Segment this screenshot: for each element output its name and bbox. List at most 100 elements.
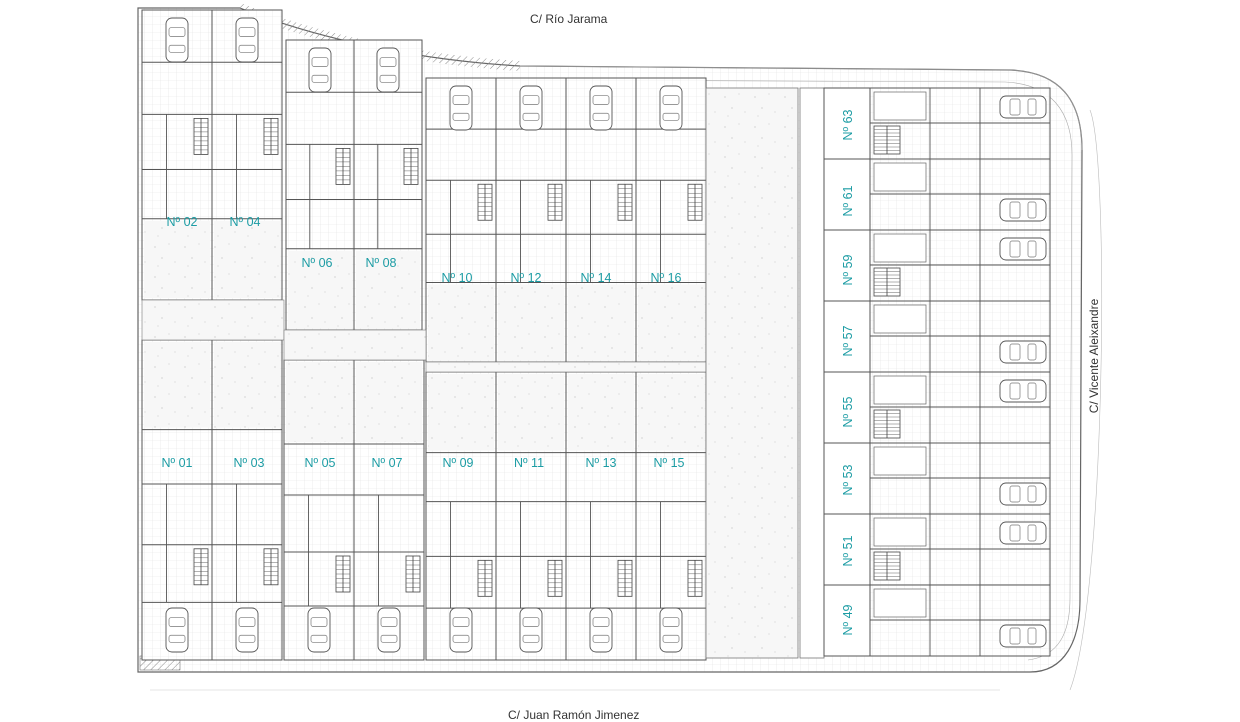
- car-icon: [235, 17, 259, 63]
- car-icon: [376, 47, 400, 93]
- house-unit: [285, 39, 355, 331]
- unit-label: Nº 02: [166, 215, 198, 229]
- house-blocks: [141, 9, 707, 661]
- stair-icon: [617, 183, 633, 221]
- house-unit: [823, 87, 1051, 160]
- lane: [141, 299, 285, 341]
- unit-label: Nº 51: [841, 535, 855, 567]
- car-icon: [659, 85, 683, 131]
- lane: [425, 361, 707, 373]
- house-unit: [495, 371, 567, 661]
- house-unit: [823, 584, 1051, 657]
- street-label-right: C/ Vicente Aleixandre: [1087, 298, 1101, 414]
- car-icon: [307, 607, 331, 653]
- car-icon: [449, 607, 473, 653]
- house-unit: [283, 359, 355, 661]
- house-unit: [425, 371, 497, 661]
- unit-label: Nº 06: [301, 256, 333, 270]
- car-icon: [999, 482, 1047, 506]
- house-unit: [565, 371, 637, 661]
- house-unit: [425, 77, 497, 363]
- unit-label: Nº 55: [841, 396, 855, 428]
- car-icon: [165, 607, 189, 653]
- stair-icon: [477, 183, 493, 221]
- car-icon: [659, 607, 683, 653]
- car-icon: [999, 521, 1047, 545]
- unit-label: Nº 61: [841, 185, 855, 217]
- stair-icon: [873, 409, 901, 439]
- unit-label: Nº 13: [585, 456, 617, 470]
- car-icon: [308, 47, 332, 93]
- stair-icon: [405, 555, 421, 593]
- stair-icon: [335, 555, 351, 593]
- stair-icon: [873, 551, 901, 581]
- unit-label: Nº 03: [233, 456, 265, 470]
- car-icon: [999, 95, 1047, 119]
- unit-label: Nº 53: [841, 464, 855, 496]
- unit-label: Nº 16: [650, 271, 682, 285]
- house-unit: [565, 77, 637, 363]
- house-unit: [141, 9, 213, 301]
- stair-icon: [403, 147, 419, 185]
- stair-icon: [477, 559, 493, 597]
- unit-label: Nº 11: [513, 456, 545, 470]
- unit-label: Nº 10: [441, 271, 473, 285]
- house-unit: [211, 9, 283, 301]
- stair-icon: [335, 147, 351, 185]
- stair-icon: [687, 559, 703, 597]
- house-unit: [823, 513, 1051, 586]
- stair-icon: [617, 559, 633, 597]
- unit-label: Nº 57: [841, 325, 855, 357]
- unit-label: Nº 04: [229, 215, 261, 229]
- car-icon: [165, 17, 189, 63]
- house-unit: [141, 339, 213, 661]
- unit-label: Nº 14: [580, 271, 612, 285]
- car-icon: [999, 237, 1047, 261]
- unit-label: Nº 01: [161, 456, 193, 470]
- unit-label: Nº 07: [371, 456, 403, 470]
- unit-label: Nº 15: [653, 456, 685, 470]
- car-icon: [377, 607, 401, 653]
- car-icon: [519, 85, 543, 131]
- house-unit: [211, 339, 283, 661]
- house-unit: [823, 371, 1051, 444]
- car-icon: [449, 85, 473, 131]
- stair-icon: [547, 183, 563, 221]
- stair-icon: [193, 118, 209, 155]
- stair-icon: [873, 267, 901, 297]
- car-icon: [235, 607, 259, 653]
- stair-icon: [687, 183, 703, 221]
- car-icon: [589, 607, 613, 653]
- car-icon: [999, 340, 1047, 364]
- house-unit: [353, 39, 423, 331]
- car-icon: [999, 198, 1047, 222]
- house-unit: [823, 442, 1051, 515]
- unit-label: Nº 59: [841, 254, 855, 286]
- house-unit: [635, 371, 707, 661]
- central-courtyard: [705, 87, 825, 659]
- house-unit: [635, 77, 707, 363]
- stair-icon: [547, 559, 563, 597]
- lane: [283, 329, 427, 361]
- car-icon: [999, 379, 1047, 403]
- unit-label: Nº 09: [442, 456, 474, 470]
- unit-label: Nº 12: [510, 271, 542, 285]
- unit-label: Nº 63: [841, 109, 855, 141]
- house-unit: [353, 359, 425, 661]
- stair-icon: [873, 125, 901, 155]
- stair-icon: [263, 118, 279, 155]
- house-unit: [823, 300, 1051, 373]
- unit-label: Nº 49: [841, 604, 855, 636]
- stair-icon: [193, 548, 209, 586]
- unit-label: Nº 05: [304, 456, 336, 470]
- right-house-blocks: [823, 87, 1051, 657]
- street-label-top: C/ Río Jarama: [530, 12, 608, 26]
- street-label-bottom: C/ Juan Ramón Jimenez: [508, 708, 640, 722]
- stair-icon: [263, 548, 279, 586]
- car-icon: [519, 607, 543, 653]
- car-icon: [589, 85, 613, 131]
- house-unit: [823, 158, 1051, 231]
- house-unit: [495, 77, 567, 363]
- car-icon: [999, 624, 1047, 648]
